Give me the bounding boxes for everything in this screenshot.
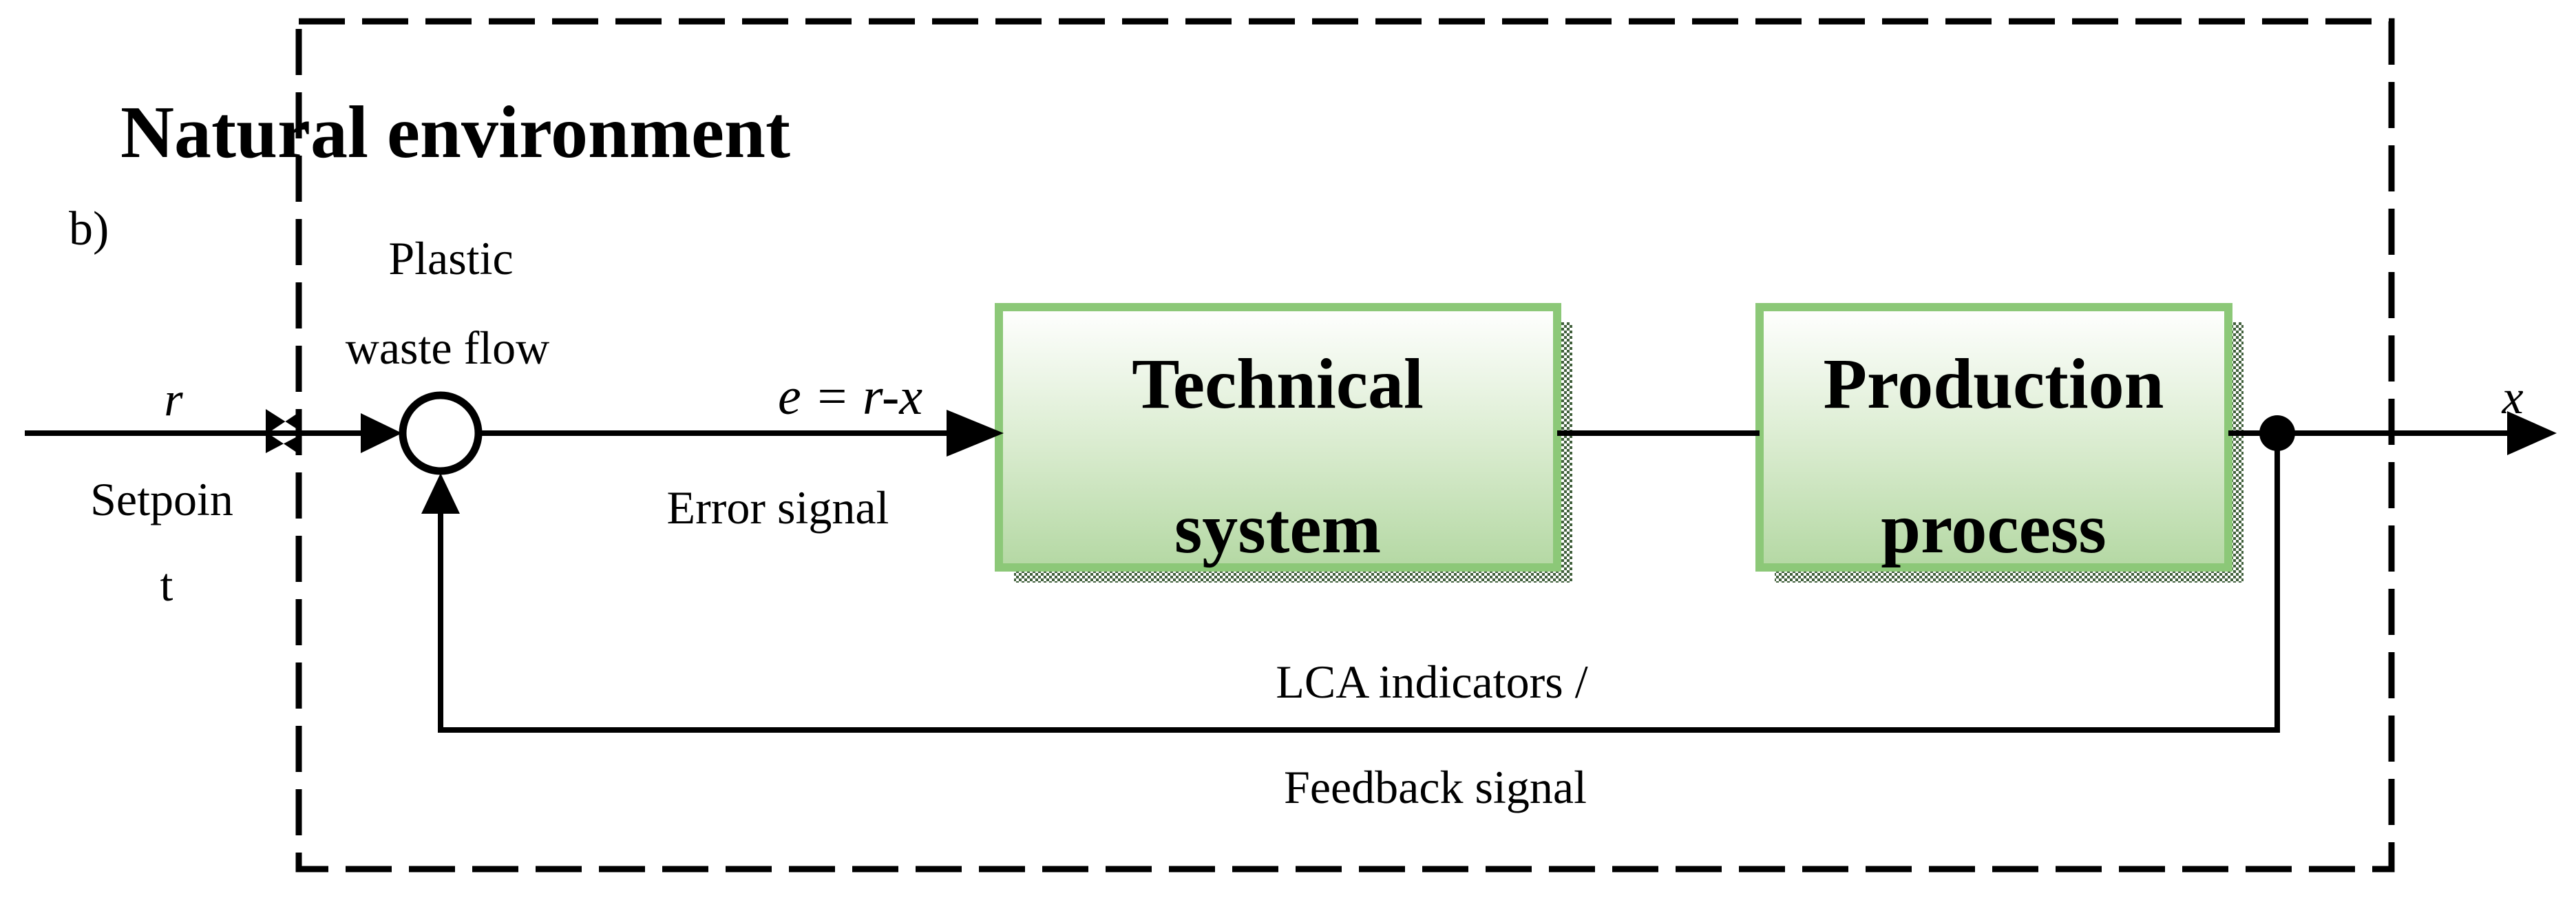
setpoint-label-line1: Setpoin (90, 473, 233, 525)
technical-system-label-line2: system (1174, 489, 1381, 568)
error-signal-label: Error signal (667, 481, 889, 534)
arrowheads (266, 409, 2557, 514)
feedback-label-line1: LCA indicators / (1276, 656, 1587, 708)
production-process-label-line2: process (1881, 489, 2106, 568)
feedback-path (438, 433, 2280, 733)
output-symbol-label: x (2501, 371, 2523, 424)
technical-system-label-line1: Technical (1132, 344, 1424, 424)
boundary-title: Natural environment (120, 92, 790, 174)
boundary-crossing-bowtie-arrowhead (266, 409, 304, 455)
feedback-label-line2: Feedback signal (1284, 761, 1587, 813)
technical-system-block (995, 303, 1561, 572)
technical-system-input-arrowhead (947, 410, 1004, 457)
error-equation-label: e = r-x (778, 368, 922, 426)
output-arrowhead (2507, 411, 2557, 455)
disturbance-label-line1: Plastic (388, 232, 513, 284)
setpoint-symbol-label: r (164, 373, 183, 426)
summing-junction-input-arrowhead (361, 413, 402, 453)
feedback-up-arrowhead (421, 473, 460, 514)
takeoff-point-dot (2259, 415, 2295, 451)
production-process-block (1755, 303, 2232, 572)
figure-panel-label: b) (69, 202, 109, 255)
production-process-label-line1: Production (1823, 344, 2164, 424)
summing-junction-circle (399, 391, 483, 475)
setpoint-label-line2: t (160, 558, 173, 611)
disturbance-label-line2: waste flow (346, 322, 549, 374)
